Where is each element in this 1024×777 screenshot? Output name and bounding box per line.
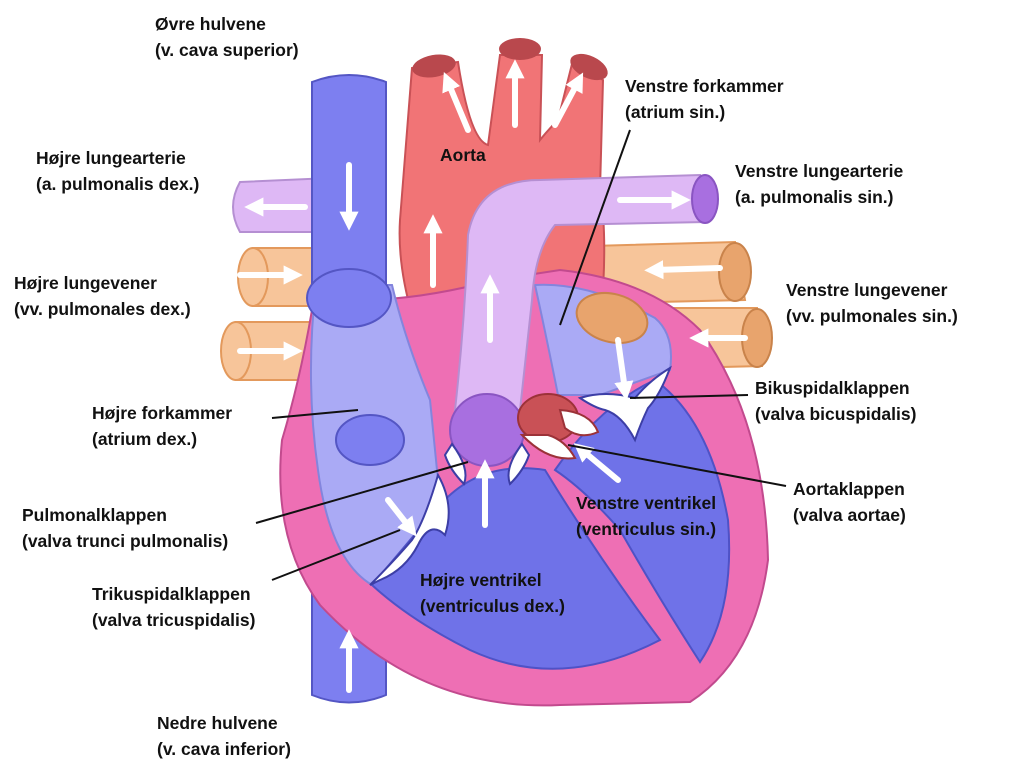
label-tricuspid-valve-latin: (valva tricuspidalis) (92, 610, 256, 630)
label-right-ventricle-name: Højre ventrikel (420, 570, 542, 590)
label-bicuspid-valve-latin: (valva bicuspidalis) (755, 404, 917, 424)
label-left-ventricle: Venstre ventrikel (ventriculus sin.) (576, 490, 716, 542)
label-right-pulmonary-veins-latin: (vv. pulmonales dex.) (14, 299, 191, 319)
label-left-pulmonary-artery: Venstre lungearterie (a. pulmonalis sin.… (735, 158, 903, 210)
label-left-pulmonary-veins-latin: (vv. pulmonales sin.) (786, 306, 958, 326)
label-right-pulmonary-artery-latin: (a. pulmonalis dex.) (36, 174, 200, 194)
label-left-pulmonary-veins: Venstre lungevener (vv. pulmonales sin.) (786, 277, 958, 329)
label-right-atrium-name: Højre forkammer (92, 403, 233, 423)
label-bicuspid-valve: Bikuspidalklappen (valva bicuspidalis) (755, 375, 916, 427)
label-right-pulmonary-artery-name: Højre lungearterie (36, 148, 186, 168)
inferior-vena-cava-opening (335, 414, 405, 466)
label-tricuspid-valve-name: Trikuspidalklappen (92, 584, 251, 604)
left-pulmonary-vein-opening (575, 292, 649, 344)
label-pulmonary-valve-latin: (valva trunci pulmonalis) (22, 531, 229, 551)
pulmonary-trunk (453, 173, 708, 411)
label-right-atrium: Højre forkammer (atrium dex.) (92, 400, 232, 452)
label-left-atrium-latin: (atrium sin.) (625, 102, 726, 122)
right-pulmonary-vein-opening (306, 268, 392, 328)
label-right-ventricle: Højre ventrikel (ventriculus dex.) (420, 567, 565, 619)
pulmonary-valve (443, 393, 531, 486)
label-right-ventricle-latin: (ventriculus dex.) (420, 596, 565, 616)
label-left-pulmonary-artery-name: Venstre lungearterie (735, 161, 904, 181)
label-pulmonary-valve-name: Pulmonalklappen (22, 505, 167, 525)
label-right-pulmonary-veins: Højre lungevener (vv. pulmonales dex.) (14, 270, 191, 322)
label-right-pulmonary-veins-name: Højre lungevener (14, 273, 157, 293)
label-superior-vena-cava: Øvre hulvene (v. cava superior) (155, 11, 299, 63)
label-aortic-valve-latin: (valva aortae) (793, 505, 906, 525)
label-aorta: Aorta (440, 142, 486, 168)
label-left-atrium-name: Venstre forkammer (625, 76, 784, 96)
label-right-pulmonary-artery: Højre lungearterie (a. pulmonalis dex.) (36, 145, 199, 197)
tricuspid-valve (369, 472, 450, 586)
label-left-atrium: Venstre forkammer (atrium sin.) (625, 73, 784, 125)
left-pulmonary-artery-opening (691, 174, 719, 224)
label-right-atrium-latin: (atrium dex.) (92, 429, 198, 449)
label-left-pulmonary-veins-name: Venstre lungevener (786, 280, 948, 300)
label-aorta-name: Aorta (440, 145, 486, 165)
label-inferior-vena-cava: Nedre hulvene (v. cava inferior) (157, 710, 291, 762)
leader-lines (255, 129, 787, 581)
label-pulmonary-valve: Pulmonalklappen (valva trunci pulmonalis… (22, 502, 228, 554)
label-aortic-valve: Aortaklappen (valva aortae) (793, 476, 906, 528)
label-tricuspid-valve: Trikuspidalklappen (valva tricuspidalis) (92, 581, 255, 633)
label-left-pulmonary-artery-latin: (a. pulmonalis sin.) (735, 187, 894, 207)
label-aortic-valve-name: Aortaklappen (793, 479, 905, 499)
label-bicuspid-valve-name: Bikuspidalklappen (755, 378, 910, 398)
label-superior-vena-cava-latin: (v. cava superior) (155, 40, 299, 60)
label-superior-vena-cava-name: Øvre hulvene (155, 14, 266, 34)
label-inferior-vena-cava-name: Nedre hulvene (157, 713, 278, 733)
aortic-valve (517, 393, 600, 460)
blood-flow-arrows (237, 59, 748, 693)
label-inferior-vena-cava-latin: (v. cava inferior) (157, 739, 291, 759)
label-left-ventricle-latin: (ventriculus sin.) (576, 519, 717, 539)
label-left-ventricle-name: Venstre ventrikel (576, 493, 717, 513)
